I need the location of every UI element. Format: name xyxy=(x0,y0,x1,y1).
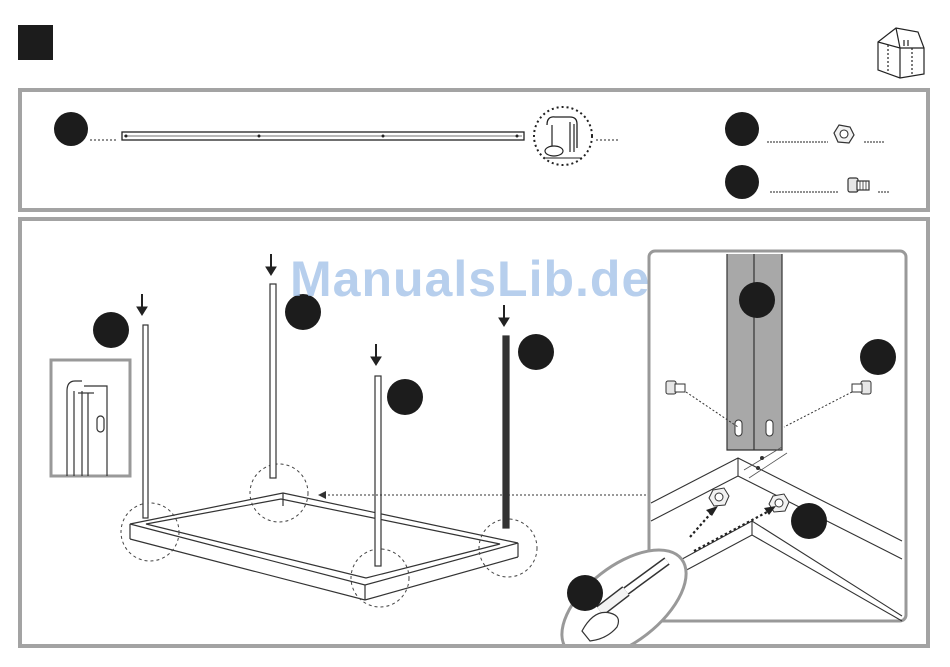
bolt-icon xyxy=(848,178,869,192)
post-label-circle xyxy=(93,312,129,348)
down-arrow-icon xyxy=(371,344,381,365)
down-arrow-icon xyxy=(137,294,147,315)
part-label-circle xyxy=(54,112,88,146)
part-label-circle xyxy=(725,112,759,146)
detail-label-circle xyxy=(860,339,896,375)
greenhouse-icon xyxy=(868,18,930,80)
bolt-part xyxy=(725,165,890,199)
zoomed-corner-detail xyxy=(649,251,906,621)
down-arrow-icon xyxy=(266,254,276,275)
profile-detail-icon xyxy=(534,107,592,165)
part-label-circle xyxy=(725,165,759,199)
corner-post-front-left xyxy=(143,325,148,518)
detail-label-circle xyxy=(791,503,827,539)
corner-detail-markers xyxy=(121,464,537,607)
corner-post-back-right xyxy=(503,336,509,528)
corner-posts xyxy=(143,284,509,566)
nut-part xyxy=(725,112,884,146)
down-arrow-icon xyxy=(499,305,509,326)
nut-icon xyxy=(834,125,854,143)
corner-post-back-left xyxy=(270,284,276,478)
parts-panel xyxy=(18,88,930,212)
post-label-circle xyxy=(518,334,554,370)
detail-label-circle xyxy=(739,282,775,318)
corner-post-part xyxy=(54,107,620,165)
corner-post-front-right xyxy=(375,376,381,566)
post-label-circle xyxy=(387,379,423,415)
base-frame xyxy=(130,493,518,600)
profile-inset xyxy=(51,360,130,476)
wrench-label-circle xyxy=(567,575,603,611)
watermark: ManualsLib.de xyxy=(290,250,650,308)
step-number-marker xyxy=(18,25,53,60)
